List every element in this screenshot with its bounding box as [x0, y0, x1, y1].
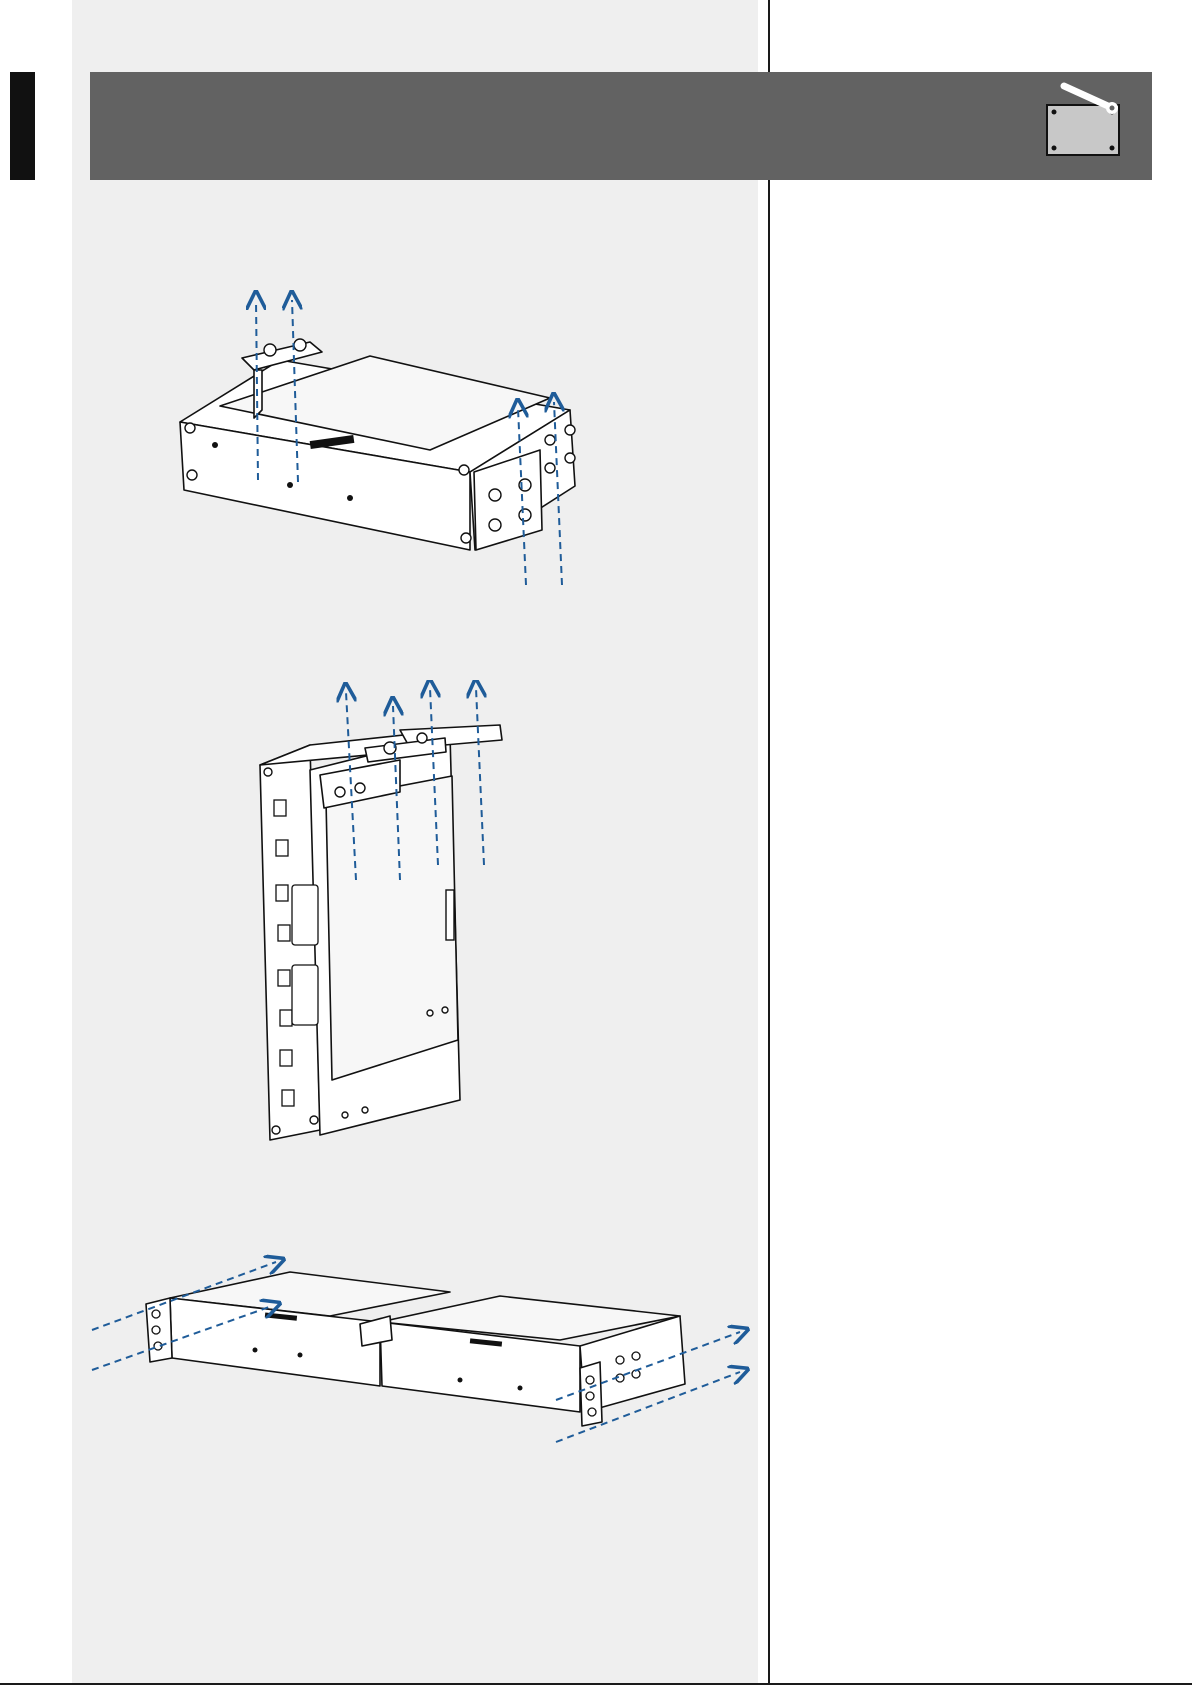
amplifier-horizontal-mounting-illustration — [170, 290, 640, 595]
section-header-banner — [90, 72, 1152, 180]
section-edge-tab — [10, 72, 35, 180]
column-divider — [768, 0, 770, 1685]
amplifier-vertical-mounting-illustration — [250, 680, 530, 1150]
wrench-on-panel-icon — [1042, 80, 1132, 170]
two-amplifiers-rack-mounting-illustration — [80, 1250, 760, 1460]
